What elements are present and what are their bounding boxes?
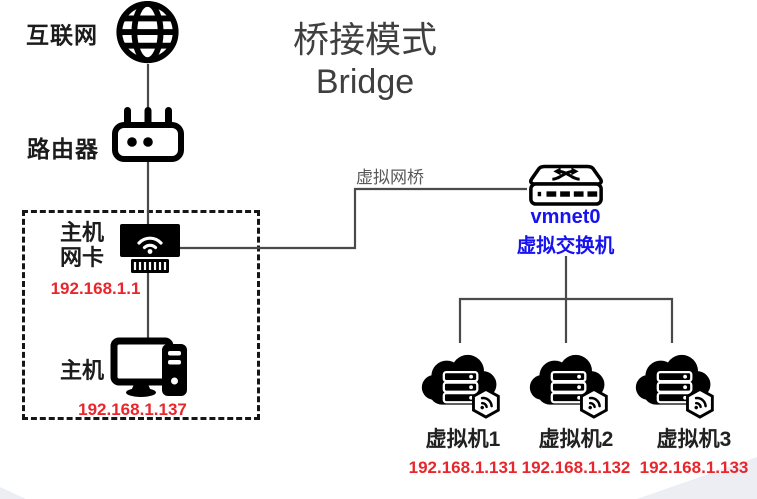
switch-name: vmnet0 bbox=[530, 206, 601, 228]
network-switch-icon bbox=[529, 164, 603, 206]
vm1-ip: 192.168.1.131 bbox=[408, 458, 518, 477]
title-english: Bridge bbox=[315, 63, 415, 101]
vm-cloud-icon bbox=[529, 354, 608, 419]
network-card-icon bbox=[120, 224, 180, 273]
vm-cloud-icon bbox=[635, 354, 714, 419]
globe-icon bbox=[116, 0, 179, 64]
wire-nic-switch bbox=[180, 187, 527, 250]
host-dashed-boundary bbox=[22, 210, 260, 420]
nic-label-line2: 网卡 bbox=[59, 245, 104, 270]
vm3-ip: 192.168.1.133 bbox=[639, 458, 749, 477]
switch-label: 虚拟交换机 bbox=[516, 235, 615, 257]
page-title: 桥接模式 Bridge bbox=[255, 18, 475, 102]
vm-cloud-icon bbox=[421, 354, 500, 419]
vm2-label: 虚拟机2 bbox=[538, 428, 614, 451]
virtual-bridge-label: 虚拟网桥 bbox=[356, 168, 424, 187]
title-chinese: 桥接模式 bbox=[292, 19, 437, 60]
vm1-label: 虚拟机1 bbox=[425, 428, 501, 451]
wire-vm-splitter bbox=[458, 297, 674, 343]
router-icon bbox=[112, 107, 184, 162]
host-label: 主机 bbox=[59, 358, 104, 383]
host-ip: 192.168.1.137 bbox=[78, 400, 187, 419]
nic-label: 主机 网卡 bbox=[50, 220, 114, 270]
nic-ip: 192.168.1.1 bbox=[50, 279, 141, 298]
router-label: 路由器 bbox=[27, 136, 99, 162]
vm3-label: 虚拟机3 bbox=[656, 428, 732, 451]
desktop-computer-icon bbox=[110, 337, 187, 397]
vm2-ip: 192.168.1.132 bbox=[521, 458, 631, 477]
nic-label-line1: 主机 bbox=[59, 220, 104, 245]
internet-label: 互联网 bbox=[26, 22, 98, 48]
